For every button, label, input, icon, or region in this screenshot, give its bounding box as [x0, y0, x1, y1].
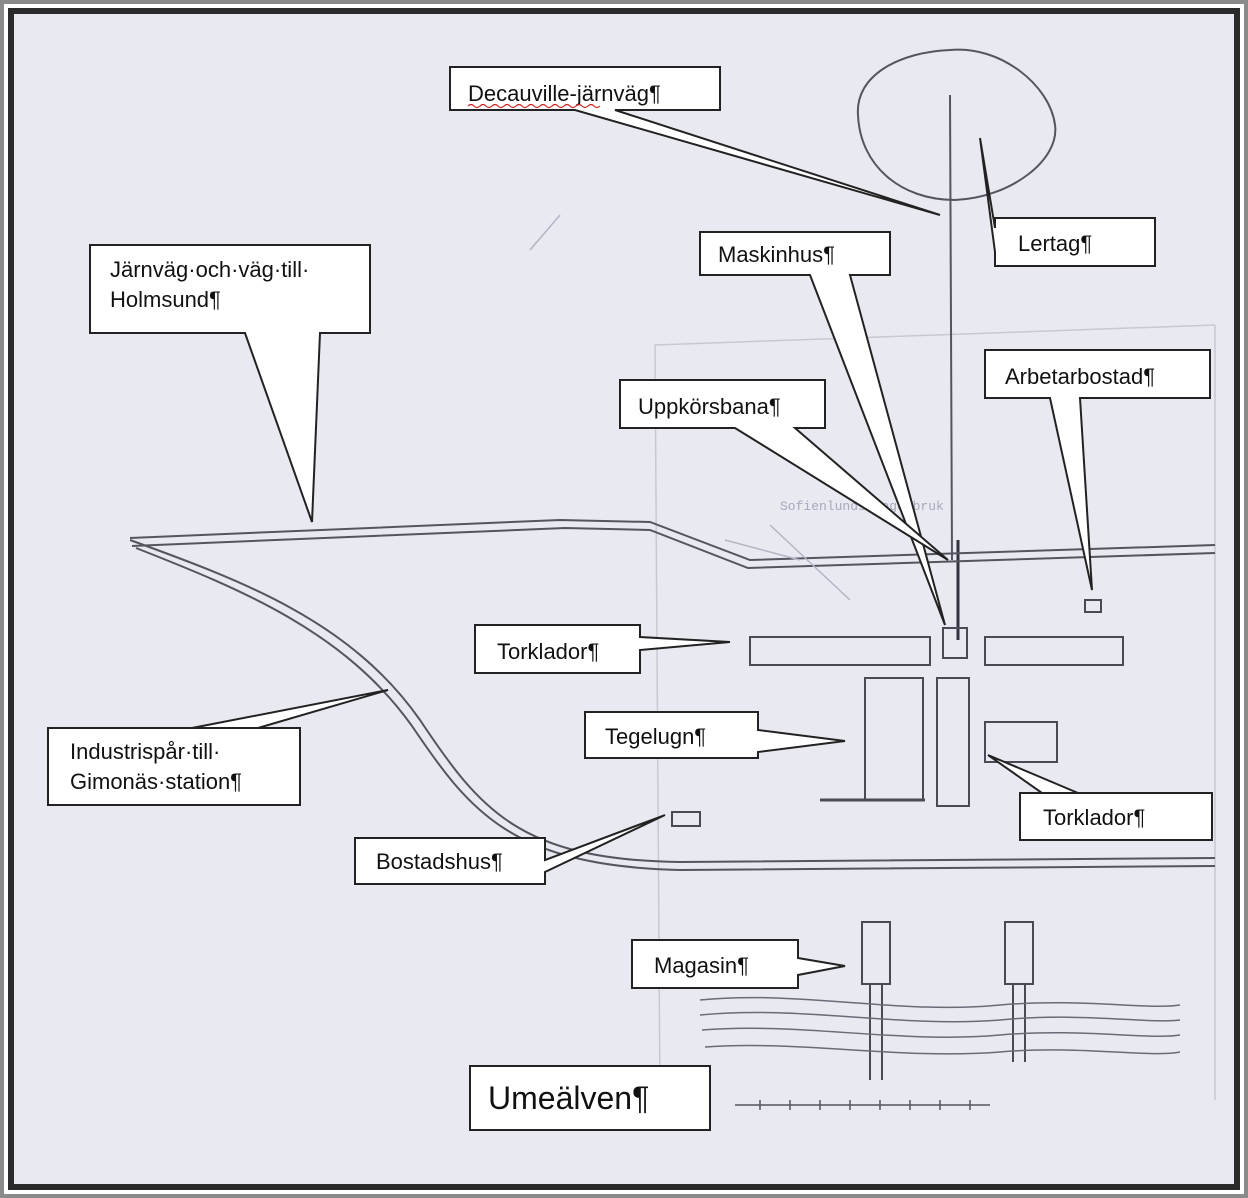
- label-jarnvag-line1: Järnväg·och·väg·till·: [110, 257, 309, 282]
- river-lines: [699, 996, 1181, 1055]
- spellcheck-underline: [467, 103, 601, 109]
- warehouse-11: [861, 921, 891, 985]
- drying-shed-9-10: [984, 721, 1058, 763]
- railway-to-holmsund: [129, 518, 1216, 570]
- label-torklador-1: Torklador¶: [497, 639, 599, 664]
- brick-kiln-14: [864, 677, 924, 801]
- callout-uppkorsbana: [619, 379, 949, 561]
- callout-torklador-2: [987, 754, 1213, 841]
- label-maskinhus: Maskinhus¶: [718, 242, 835, 267]
- clay-pit-outline: [856, 48, 1057, 202]
- decauville-track: [949, 94, 953, 561]
- scale-bar: [735, 1100, 990, 1110]
- label-jarnvag-line2: Holmsund¶: [110, 287, 221, 312]
- callout-torklador-1: [474, 624, 731, 674]
- worker-house: [1084, 599, 1102, 613]
- callout-lertag: [979, 137, 1156, 267]
- label-tegelugn: Tegelugn¶: [605, 724, 706, 749]
- piers: [869, 984, 1026, 1080]
- callout-maskinhus: [699, 231, 946, 626]
- callout-tegelugn: [584, 711, 846, 759]
- callout-jarnvag: [89, 244, 371, 523]
- label-uppkorsbana: Uppkörsbana¶: [638, 394, 781, 419]
- label-industrispar-line2: Gimonäs·station¶: [70, 769, 242, 794]
- label-umealven: Umeälven¶: [488, 1080, 649, 1116]
- map-frame: [8, 8, 1240, 1190]
- callout-industrispar: [47, 689, 389, 806]
- label-bostadshus: Bostadshus¶: [376, 849, 503, 874]
- drying-shed-4: [749, 636, 931, 666]
- label-arbetarbostad: Arbetarbostad¶: [1005, 364, 1155, 389]
- building-6: [936, 677, 970, 807]
- label-torklador-2: Torklador¶: [1043, 805, 1145, 830]
- callouts: [47, 66, 1213, 1131]
- machine-house-1: [942, 627, 968, 659]
- label-magasin: Magasin¶: [654, 953, 749, 978]
- callout-arbetarbostad: [984, 349, 1211, 591]
- label-lertag: Lertag¶: [1018, 231, 1092, 256]
- warehouse-12: [1004, 921, 1034, 985]
- callout-magasin-box: [631, 939, 846, 989]
- callout-umealven: [469, 1065, 711, 1131]
- callout-bostadshus: [354, 814, 666, 885]
- faint-pencil-marks: [529, 214, 851, 601]
- drying-shed-5: [984, 636, 1124, 666]
- label-decauville: Decauville-järnväg¶: [468, 81, 661, 106]
- dwelling-house: [671, 811, 701, 827]
- label-industrispar-line1: Industrispår·till·: [70, 739, 220, 764]
- callout-decauville: [449, 66, 941, 216]
